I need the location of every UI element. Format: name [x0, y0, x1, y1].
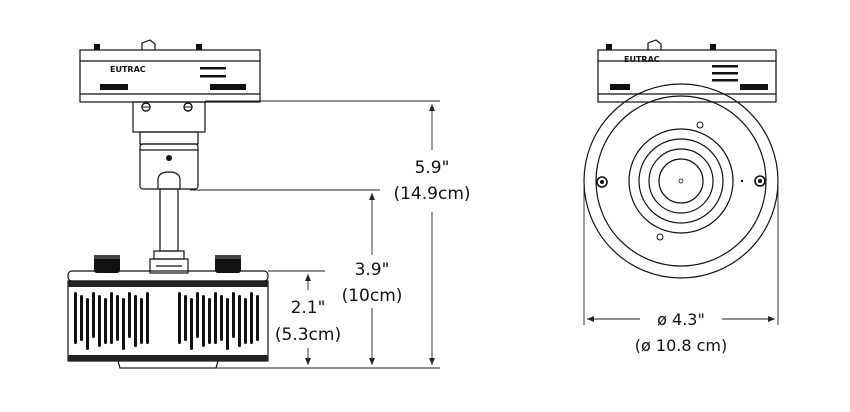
- heatsink-fin-slot: [220, 295, 223, 341]
- front-brand-label: EUTRAC: [624, 55, 660, 64]
- side-track-adapter: EUTRAC: [79, 39, 261, 103]
- mid-height-metric: (10cm): [342, 286, 403, 306]
- front-track-adapter: EUTRAC: [597, 39, 777, 103]
- heatsink-fin-slot: [92, 292, 95, 338]
- total-height-metric: (14.9cm): [393, 184, 470, 204]
- side-dimensions: 5.9" (14.9cm) 3.9" (10cm) 2.1" (5.3cm): [120, 100, 471, 369]
- heatsink-fin-slot: [104, 298, 107, 344]
- heatsink-fin-slot: [226, 298, 229, 350]
- side-stem: [149, 188, 189, 274]
- heatsink-fin-slot: [98, 295, 101, 347]
- head-height-metric: (5.3cm): [275, 325, 341, 345]
- heatsink-fin-slot: [244, 298, 247, 344]
- side-mounting-plate: [132, 101, 206, 133]
- heatsink-fin-slot: [116, 295, 119, 341]
- heatsink-fin-slot: [86, 298, 89, 350]
- heatsink-fin-slot: [196, 292, 199, 338]
- heatsink-fin-slot: [184, 295, 187, 341]
- heatsink-fin-slot: [190, 298, 193, 350]
- side-heatsink-head: [67, 270, 269, 369]
- heatsink-fin-slot: [250, 292, 253, 344]
- heatsink-fin-slot: [208, 298, 211, 344]
- heatsink-fin-slot: [74, 292, 77, 344]
- heatsink-fin-slot: [110, 292, 113, 344]
- heatsink-fins: [74, 292, 259, 350]
- heatsink-fin-slot: [140, 298, 143, 344]
- heatsink-fin-slot: [80, 295, 83, 341]
- front-housing: [583, 83, 779, 279]
- side-pivot-joint: [139, 131, 199, 190]
- heatsink-fin-slot: [146, 292, 149, 344]
- heatsink-fin-slot: [134, 295, 137, 347]
- diameter-imperial: ø 4.3": [657, 310, 705, 329]
- heatsink-fin-slot: [202, 295, 205, 347]
- diameter-metric: (ø 10.8 cm): [635, 336, 727, 355]
- head-height-imperial: 2.1": [291, 298, 326, 318]
- mid-height-imperial: 3.9": [355, 260, 390, 280]
- heatsink-fin-slot: [214, 292, 217, 344]
- heatsink-fin-slot: [178, 292, 181, 344]
- side-brand-label: EUTRAC: [110, 65, 146, 74]
- side-knobs: [94, 255, 241, 273]
- heatsink-fin-slot: [122, 298, 125, 350]
- total-height-imperial: 5.9": [415, 158, 450, 178]
- heatsink-fin-slot: [128, 292, 131, 338]
- front-dimensions: ø 4.3" (ø 10.8 cm): [583, 181, 779, 355]
- side-view: EUTRAC: [67, 39, 269, 369]
- heatsink-fin-slot: [238, 295, 241, 347]
- heatsink-fin-slot: [256, 295, 259, 341]
- front-view: EUTRAC: [583, 39, 779, 279]
- heatsink-fin-slot: [232, 292, 235, 338]
